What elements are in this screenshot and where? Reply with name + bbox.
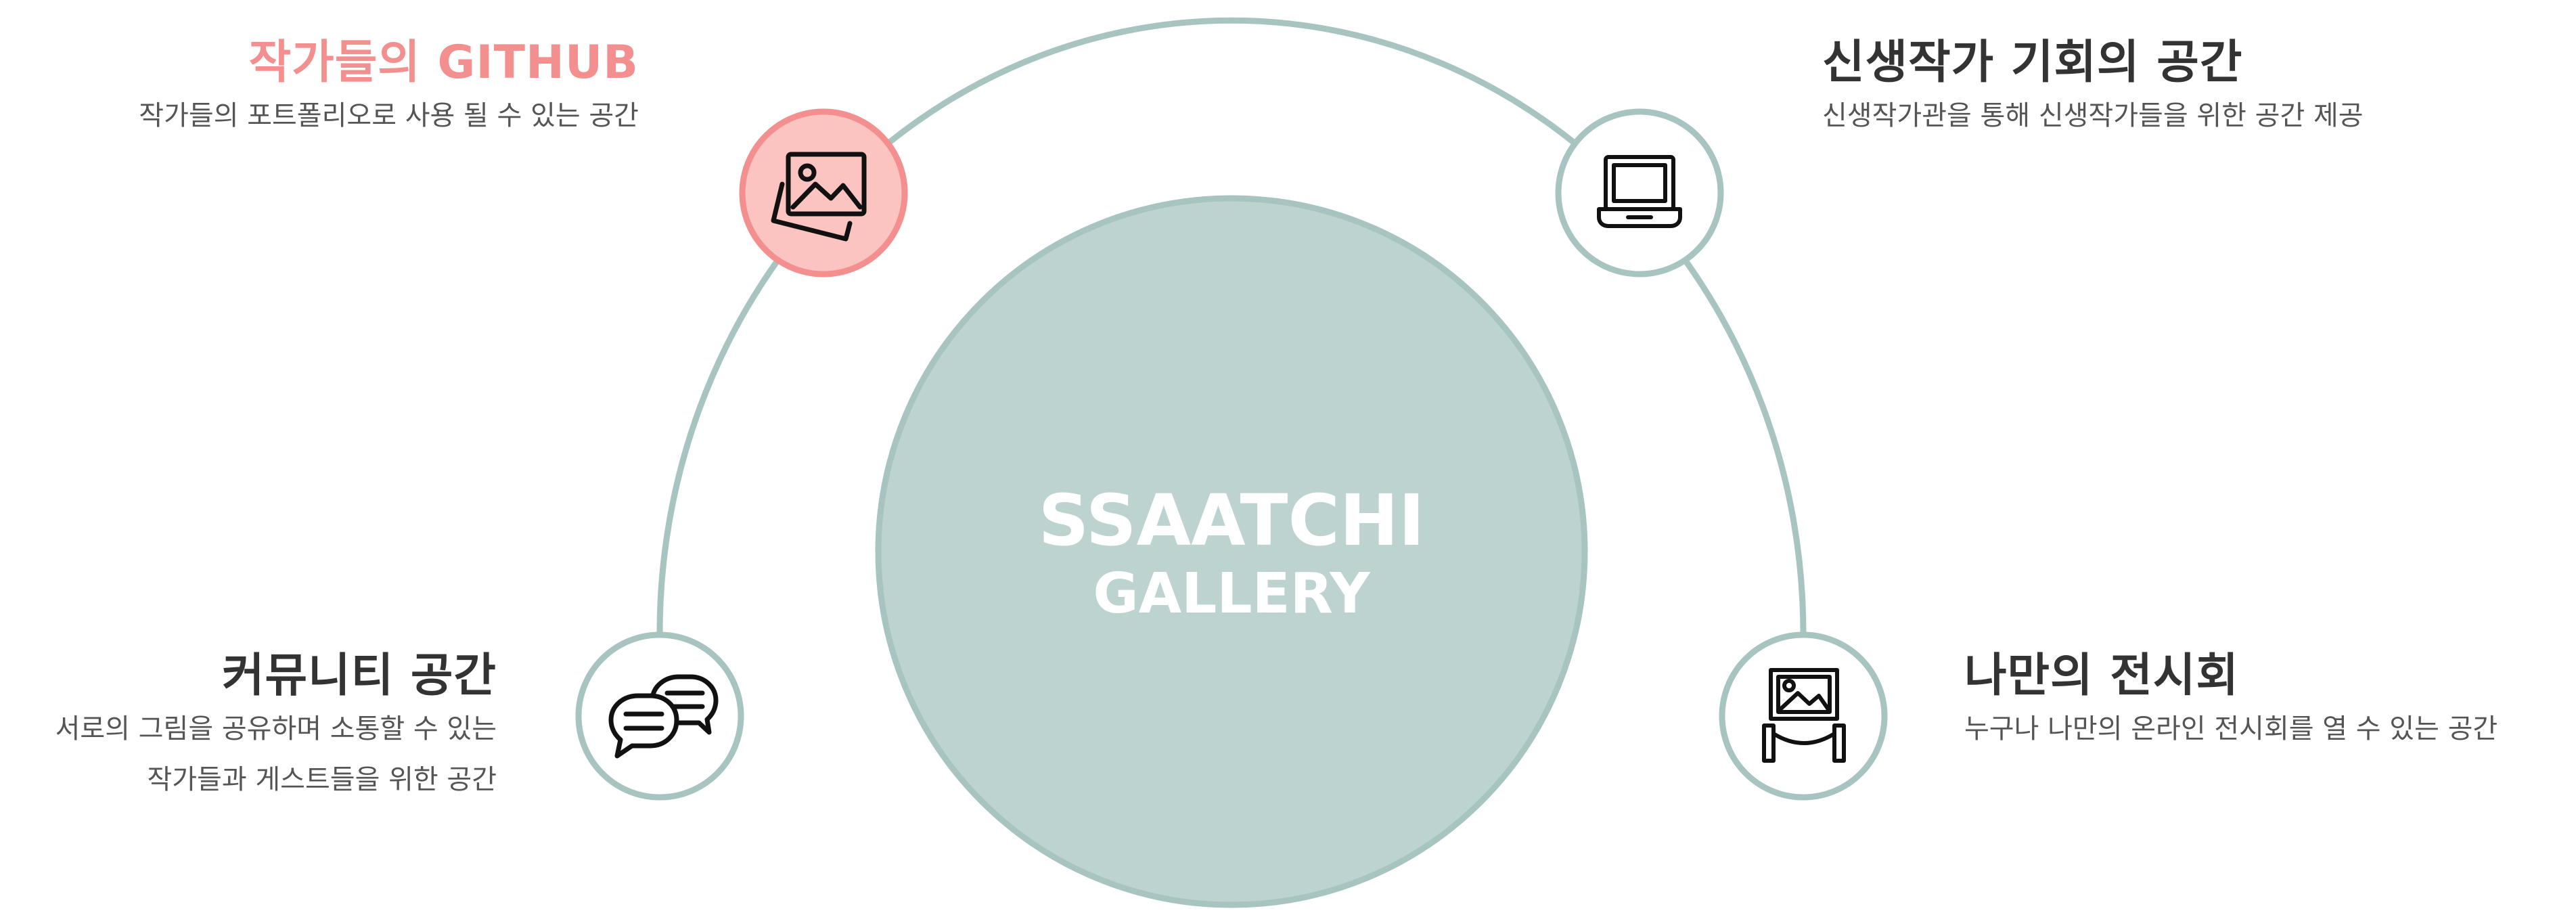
feature-description-line: 작가들과 게스트들을 위한 공간 (147, 763, 497, 795)
photos-icon (771, 152, 867, 242)
center-circle: SSAATCHI GALLERY (875, 195, 1588, 908)
node-newartist[interactable] (1555, 108, 1724, 277)
center-title-line1: SSAATCHI (1038, 479, 1424, 562)
feature-title: 나만의 전시회 (1964, 649, 2240, 703)
feature-description: 작가들의 포트폴리오로 사용 될 수 있는 공간 (139, 91, 639, 141)
feature-title: 신생작가 기회의 공간 (1822, 36, 2243, 89)
feature-description-line: 누구나 나만의 온라인 전시회를 열 수 있는 공간 (1964, 713, 2498, 744)
feature-description: 누구나 나만의 온라인 전시회를 열 수 있는 공간 (1964, 704, 2498, 755)
feature-title: 커뮤니티 공간 (221, 649, 497, 703)
node-exhibition[interactable] (1719, 631, 1888, 801)
feature-description: 서로의 그림을 공유하며 소통할 수 있는 작가들과 게스트들을 위한 공간 (55, 704, 497, 805)
feature-exhibition: 나만의 전시회 누구나 나만의 온라인 전시회를 열 수 있는 공간 (1964, 648, 2498, 755)
feature-github: 작가들의 GITHUB 작가들의 포트폴리오로 사용 될 수 있는 공간 (139, 35, 639, 141)
center-title-line2: GALLERY (1093, 562, 1371, 626)
feature-description: 신생작가관을 통해 신생작가들을 위한 공간 제공 (1822, 91, 2364, 141)
chat-bubbles-icon (608, 674, 719, 759)
node-community[interactable] (575, 631, 744, 801)
feature-description-line: 작가들의 포트폴리오로 사용 될 수 있는 공간 (139, 99, 639, 131)
feature-title: 작가들의 GITHUB (248, 36, 639, 89)
feature-description-line: 서로의 그림을 공유하며 소통할 수 있는 (55, 713, 497, 744)
feature-newartist: 신생작가 기회의 공간 신생작가관을 통해 신생작가들을 위한 공간 제공 (1822, 35, 2364, 141)
feature-community: 커뮤니티 공간 서로의 그림을 공유하며 소통할 수 있는 작가들과 게스트들을… (55, 648, 497, 805)
laptop-icon (1597, 155, 1682, 228)
connector-arc (656, 17, 1807, 633)
feature-description-line: 신생작가관을 통해 신생작가들을 위한 공간 제공 (1822, 99, 2364, 131)
node-github[interactable] (739, 108, 908, 277)
exhibition-frame-icon (1762, 668, 1846, 763)
